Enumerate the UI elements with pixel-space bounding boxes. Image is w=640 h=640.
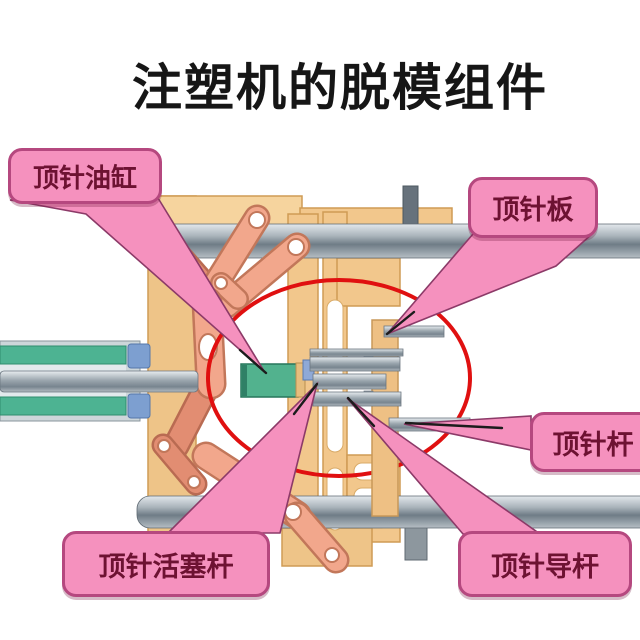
callout-ejector-rod: 顶针杆 — [530, 412, 640, 472]
page-title: 注塑机的脱模组件 — [132, 60, 548, 116]
callout-oil-cylinder-label: 顶针油缸 — [32, 163, 137, 193]
callout-guide-rod: 顶针导杆 — [458, 531, 632, 597]
clamp-cylinder — [0, 340, 199, 422]
callout-ejector-rod-label: 顶针杆 — [552, 429, 634, 460]
highlight-ellipse — [206, 278, 472, 478]
ejector-plate-rod — [383, 325, 445, 338]
callout-ejector-plate-label: 顶针板 — [492, 195, 574, 225]
callout-ejector-plate: 顶针板 — [468, 177, 598, 238]
ejector-oil-cylinder-part — [240, 359, 315, 398]
upper-mount-block — [402, 185, 419, 227]
clamp-piston-rod — [0, 370, 199, 393]
ejector-rods — [309, 325, 471, 432]
pointer-tips — [238, 310, 504, 430]
callout-guide-rod-label: 顶针导杆 — [491, 551, 599, 582]
callout-piston-rod-label: 顶针活塞杆 — [98, 551, 234, 582]
callout-piston-rod: 顶针活塞杆 — [62, 531, 270, 597]
callout-pointers — [9, 197, 595, 535]
callout-oil-cylinder: 顶针油缸 — [8, 148, 162, 204]
